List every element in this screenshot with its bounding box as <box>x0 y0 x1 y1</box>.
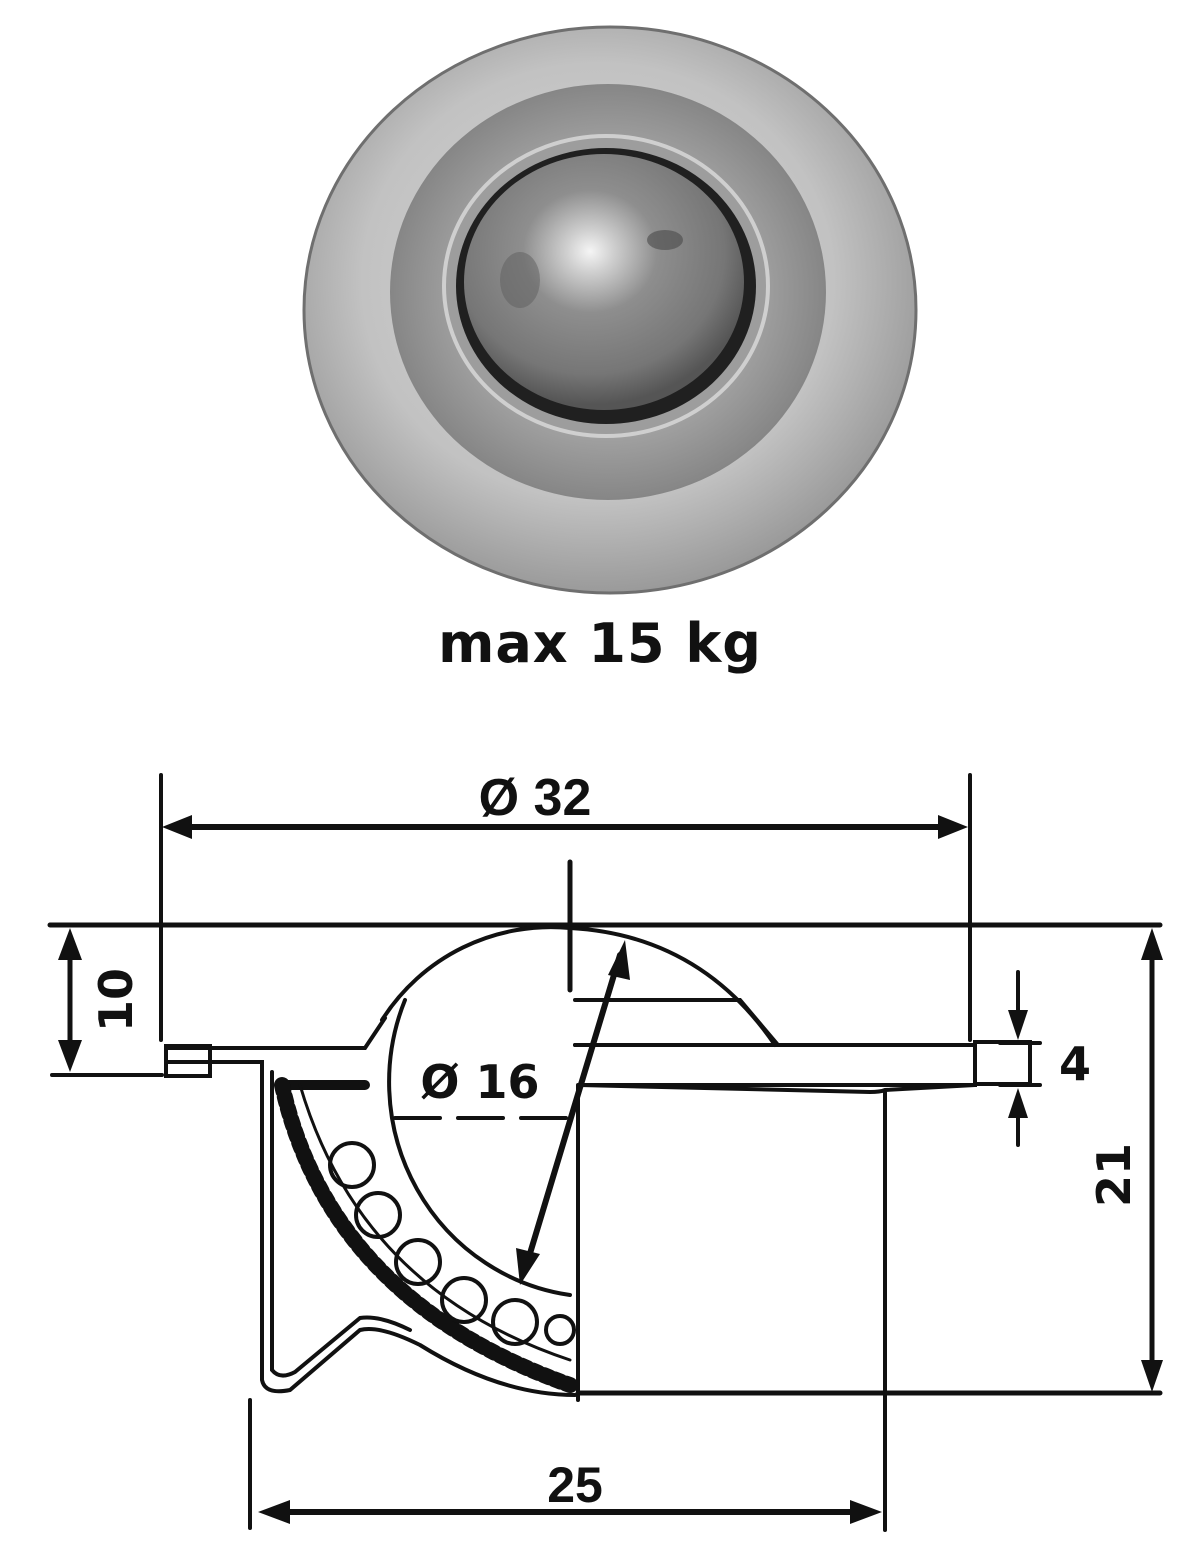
dim-label-4: 4 <box>1059 1037 1091 1091</box>
technical-drawing: Ø 32 Ø 16 10 4 21 25 <box>47 769 1163 1532</box>
dim-label-21: 21 <box>1087 1143 1141 1207</box>
support-balls <box>328 1141 576 1346</box>
max-load-caption: max 15 kg <box>438 612 762 675</box>
dim-label-10: 10 <box>89 968 143 1032</box>
dim-label-25: 25 <box>547 1457 603 1513</box>
ball-icon <box>456 148 756 424</box>
dim-label-32: Ø 32 <box>479 769 592 827</box>
dim-label-16: Ø 16 <box>420 1055 539 1109</box>
product-photo <box>302 25 918 595</box>
dim-line-16 <box>522 952 623 1273</box>
